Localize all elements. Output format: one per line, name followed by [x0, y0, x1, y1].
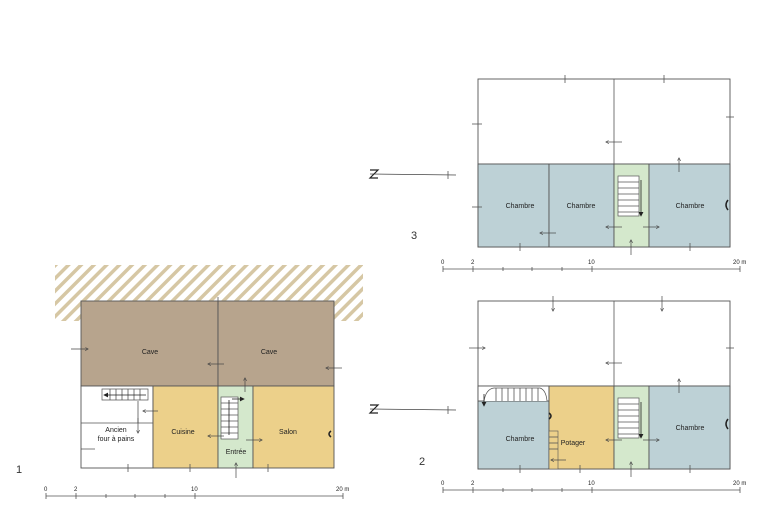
label-four-line1: Ancien: [105, 427, 127, 434]
svg-text:10: 10: [191, 487, 198, 493]
room-p3-chambre-2: [548, 163, 615, 248]
label-p3-chambre-3: Chambre: [676, 203, 705, 210]
plan-3-number: 3: [411, 230, 417, 242]
room-p3-chambre-3: [648, 163, 731, 248]
room-p2-chambre-left: [477, 400, 550, 470]
room-p2-potager: [548, 385, 615, 470]
stair-plan1-left: [101, 388, 149, 401]
room-salon: [252, 385, 335, 469]
svg-text:2: 2: [74, 487, 78, 493]
svg-text:2: 2: [471, 260, 475, 266]
label-cave-right: Cave: [261, 349, 277, 356]
svg-text:0: 0: [441, 481, 445, 487]
scale-bar-plan3: 0 2 10 20 m: [441, 260, 746, 272]
stair-plan3: [617, 175, 644, 217]
svg-text:10: 10: [588, 260, 595, 266]
scale-bar-plan1: 0 2 10 20 m: [44, 487, 349, 499]
plan-1-number: 1: [16, 464, 22, 476]
label-p2-potager: Potager: [561, 440, 586, 447]
svg-text:0: 0: [441, 260, 445, 266]
svg-text:20 m: 20 m: [733, 260, 746, 266]
svg-text:20 m: 20 m: [733, 481, 746, 487]
svg-text:20 m: 20 m: [336, 487, 349, 493]
room-cuisine: [152, 385, 219, 469]
stair-plan1-entree: [220, 396, 245, 440]
plan-2: Chambre Potager Chambre 2 0 2 10 20 m: [368, 296, 746, 493]
potager-shelf: [548, 412, 559, 470]
north-arrow-plan2: [368, 404, 457, 414]
north-arrow-plan3: [368, 169, 457, 179]
room-cave-left: [80, 300, 219, 387]
label-cuisine: Cuisine: [171, 429, 194, 436]
label-four-line2: four à pains: [98, 436, 135, 443]
svg-text:2: 2: [471, 481, 475, 487]
svg-text:0: 0: [44, 487, 48, 493]
label-p2-chambre-right: Chambre: [676, 425, 705, 432]
stair-plan2-left: [481, 387, 548, 407]
label-p3-chambre-2: Chambre: [567, 203, 596, 210]
plan-3: Chambre Chambre Chambre 3 0 2 10 20 m: [368, 75, 746, 272]
label-cave-left: Cave: [142, 349, 158, 356]
room-p3-chambre-1: [477, 163, 550, 248]
stair-plan2-center: [617, 397, 644, 439]
room-cave-right: [217, 300, 335, 387]
room-p2-chambre-right: [648, 385, 731, 470]
svg-text:10: 10: [588, 481, 595, 487]
label-p2-chambre-left: Chambre: [506, 436, 535, 443]
label-entree: Entrée: [226, 449, 247, 456]
label-salon: Salon: [279, 429, 297, 436]
scale-bar-plan2: 0 2 10 20 m: [441, 481, 746, 493]
label-p3-chambre-1: Chambre: [506, 203, 535, 210]
plan-1: Cave Cave Ancien four à pains Cuisine En…: [16, 265, 363, 499]
plan-2-number: 2: [419, 456, 425, 468]
